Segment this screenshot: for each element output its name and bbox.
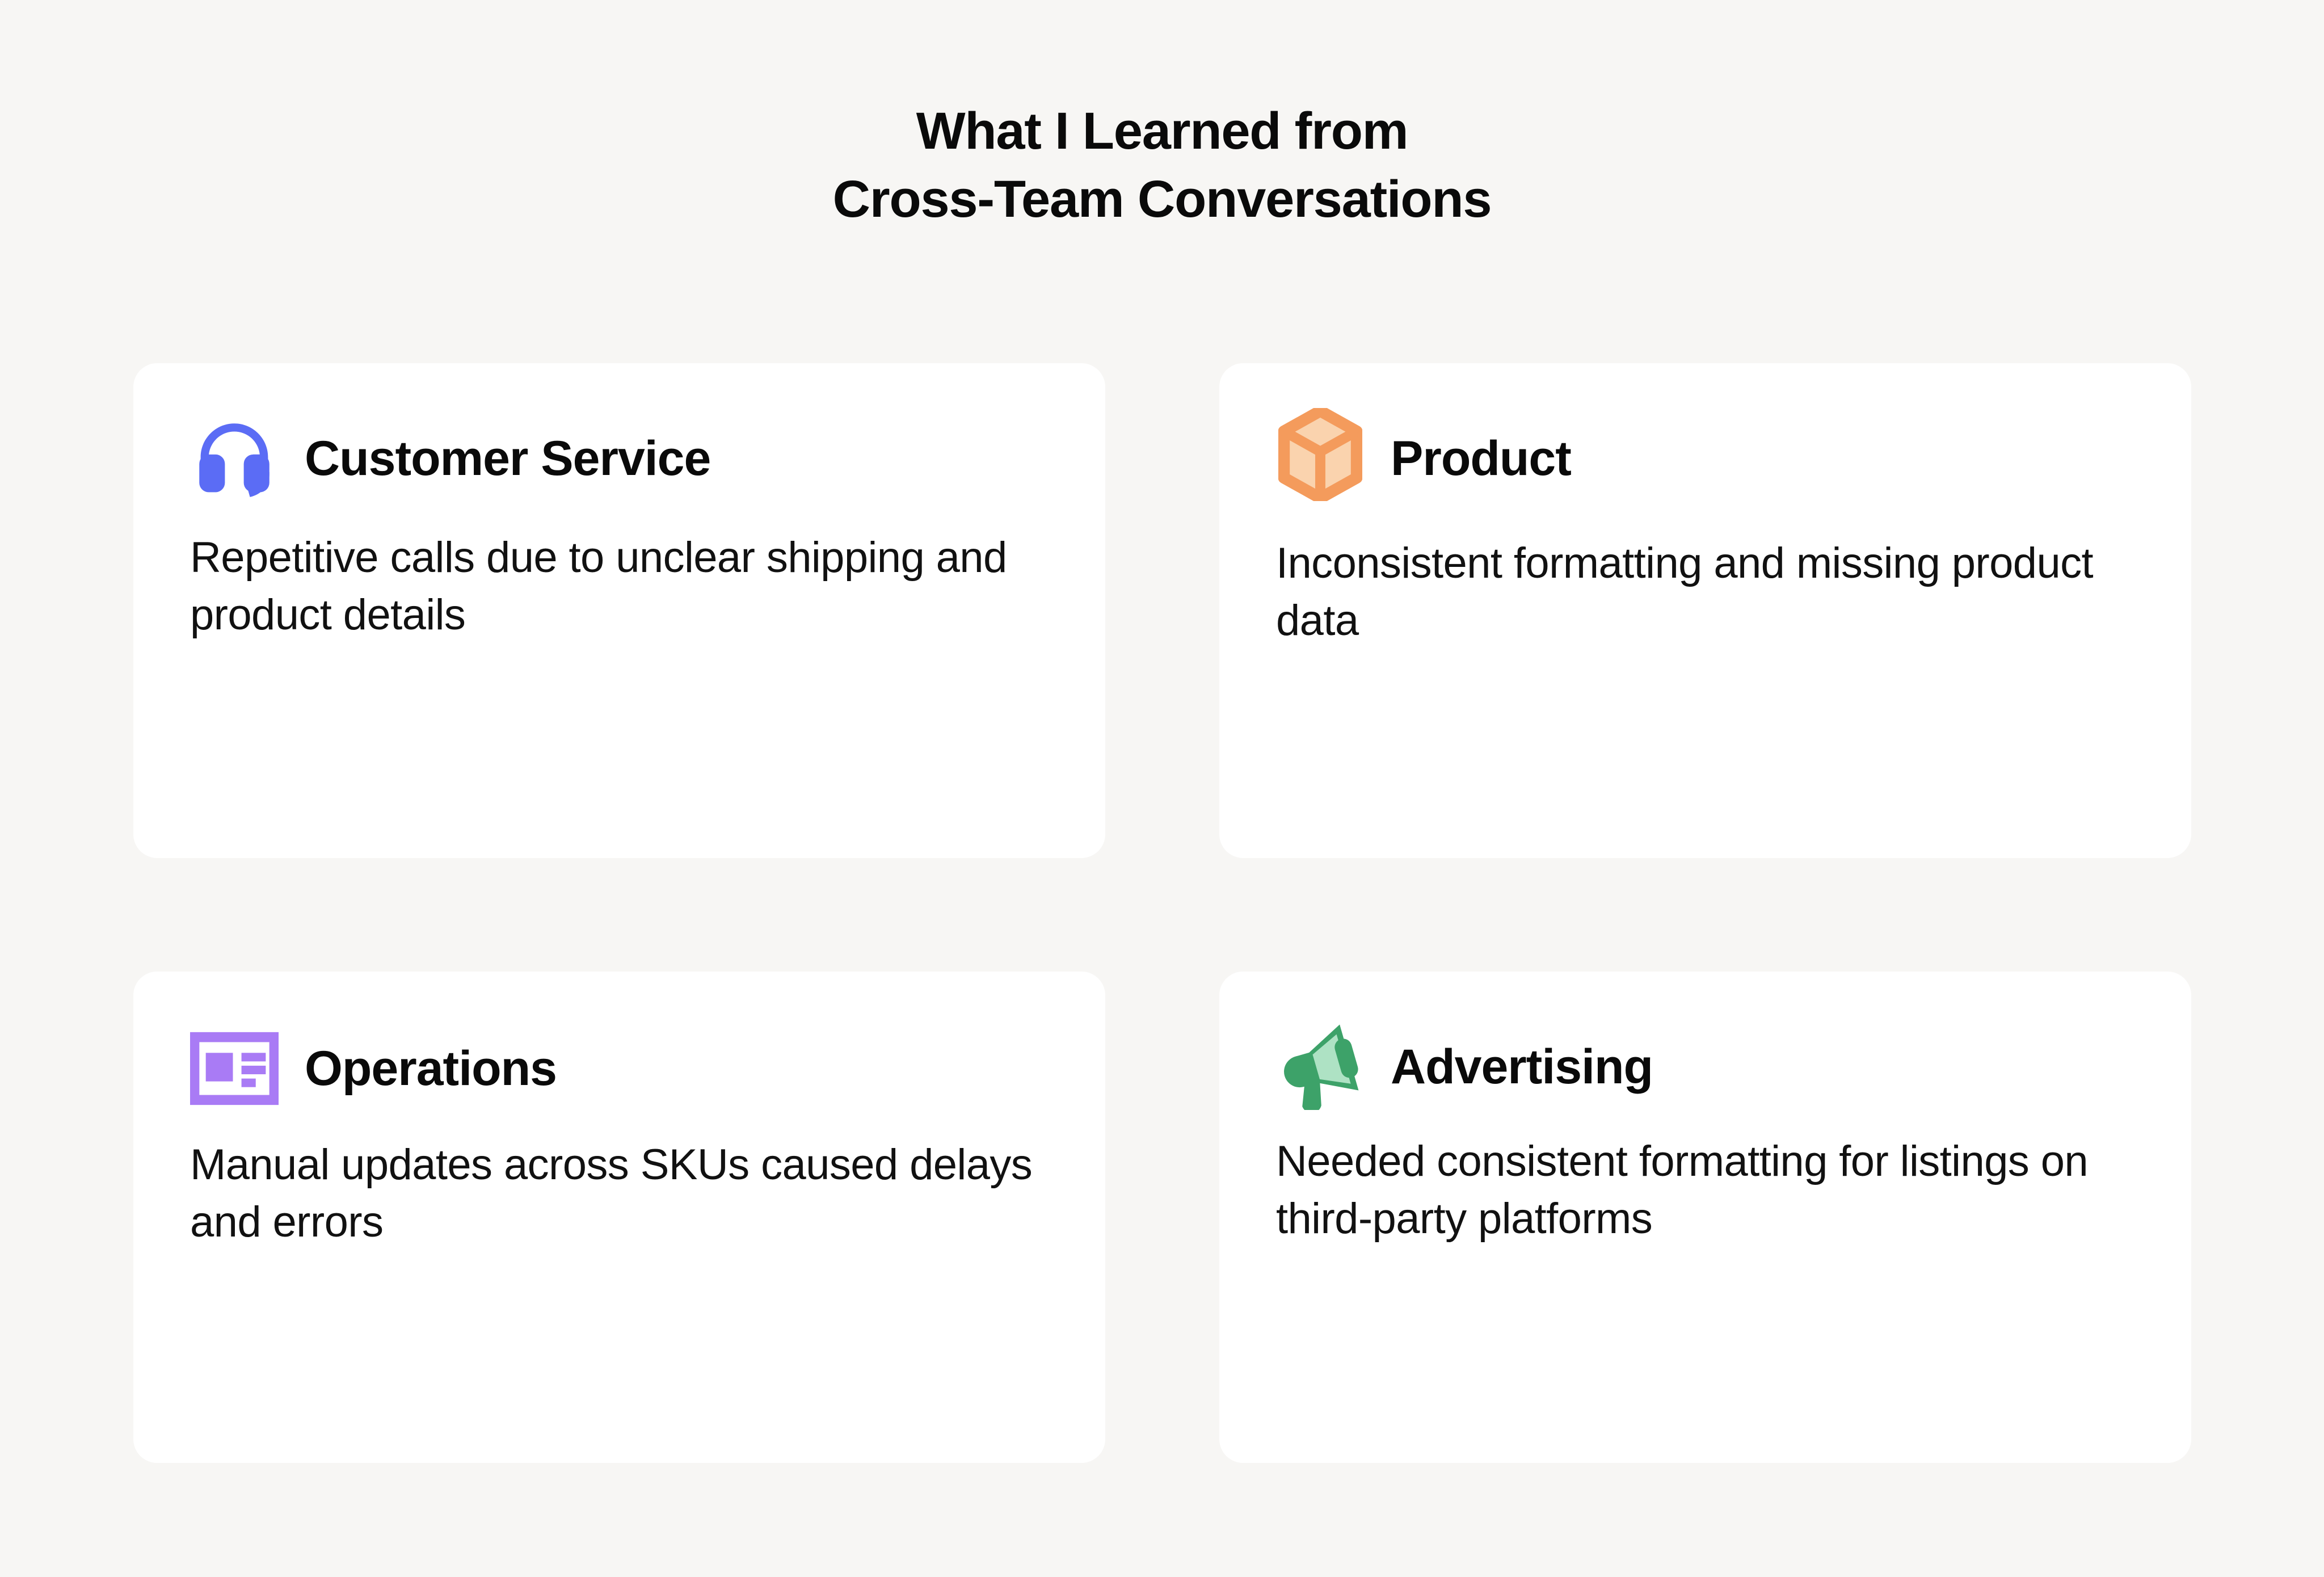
card-header-customer-service: Customer Service (190, 412, 1051, 505)
page-title-line-2: Cross-Team Conversations (832, 170, 1492, 228)
card-body-operations: Manual updates across SKUs caused delays… (190, 1141, 1033, 1247)
card-advertising: Advertising Needed consistent formatting… (1219, 972, 2191, 1463)
card-title-product: Product (1391, 431, 1572, 486)
box-cube-icon (1276, 408, 1365, 501)
card-header-operations: Operations (190, 1020, 1051, 1117)
card-body-advertising: Needed consistent formatting for listing… (1276, 1137, 2089, 1243)
card-header-advertising: Advertising (1276, 1020, 2137, 1113)
page-title-line-1: What I Learned from (916, 102, 1409, 160)
card-customer-service: Customer Service Repetitive calls due to… (133, 363, 1105, 858)
page-title: What I Learned from Cross-Team Conversat… (0, 98, 2324, 233)
card-header-product: Product (1276, 408, 2137, 505)
layout-list-icon (190, 1024, 279, 1113)
megaphone-icon (1276, 1021, 1365, 1110)
card-product: Product Inconsistent formatting and miss… (1219, 363, 2191, 858)
card-body-product: Inconsistent formatting and missing prod… (1276, 539, 2094, 645)
card-operations: Operations Manual updates across SKUs ca… (133, 972, 1105, 1463)
card-title-advertising: Advertising (1391, 1039, 1653, 1094)
card-body-customer-service: Repetitive calls due to unclear shipping… (190, 533, 1007, 640)
card-grid: Customer Service Repetitive calls due to… (133, 363, 2191, 1463)
headset-icon (190, 414, 279, 503)
card-title-customer-service: Customer Service (305, 431, 711, 486)
card-title-operations: Operations (305, 1041, 557, 1096)
